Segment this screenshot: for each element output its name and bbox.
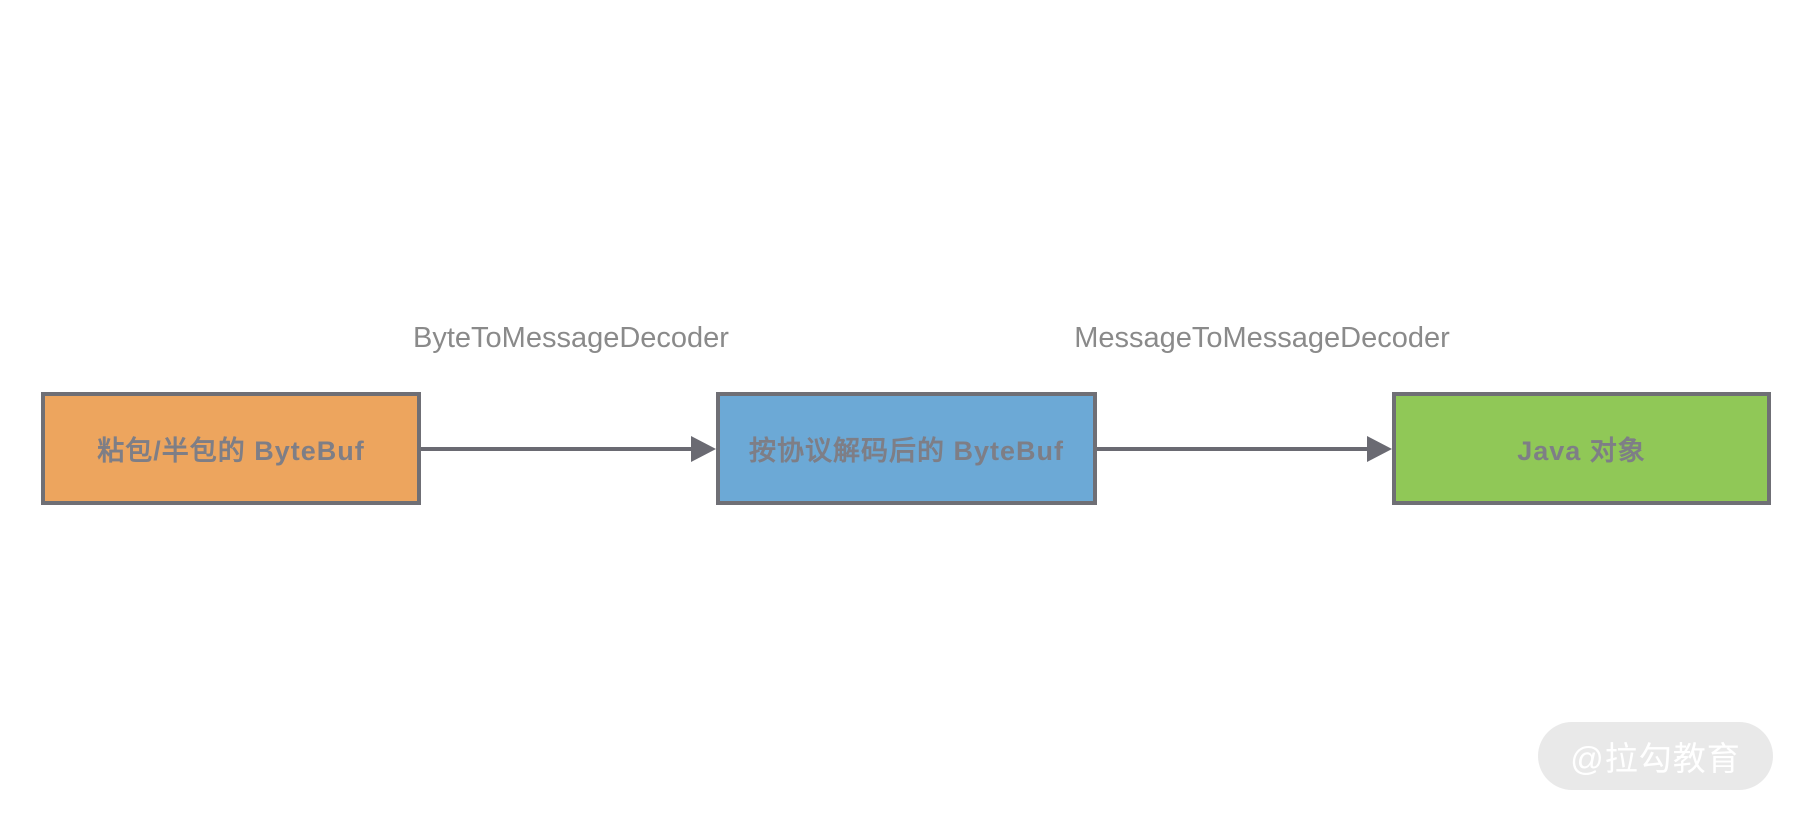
arrow-byte-to-message: [421, 435, 716, 463]
node-label: Java 对象: [1517, 436, 1646, 466]
edge-label-message-to-message-decoder: MessageToMessageDecoder: [1074, 322, 1450, 354]
node-java-object: Java 对象: [1392, 392, 1771, 505]
arrow-message-to-message: [1097, 435, 1392, 463]
arrow-line: [421, 447, 691, 451]
node-sticky-half-bytebuf: 粘包/半包的 ByteBuf: [41, 392, 421, 505]
arrow-line: [1097, 447, 1367, 451]
arrowhead-right-icon: [1367, 436, 1392, 462]
watermark-text: @拉勾教育: [1570, 740, 1741, 777]
watermark-badge: @拉勾教育: [1538, 722, 1773, 790]
arrowhead-right-icon: [691, 436, 716, 462]
node-label: 按协议解码后的 ByteBuf: [748, 436, 1064, 466]
node-label: 粘包/半包的 ByteBuf: [97, 436, 365, 466]
edge-label-byte-to-message-decoder: ByteToMessageDecoder: [413, 322, 729, 354]
node-decoded-bytebuf: 按协议解码后的 ByteBuf: [716, 392, 1097, 505]
